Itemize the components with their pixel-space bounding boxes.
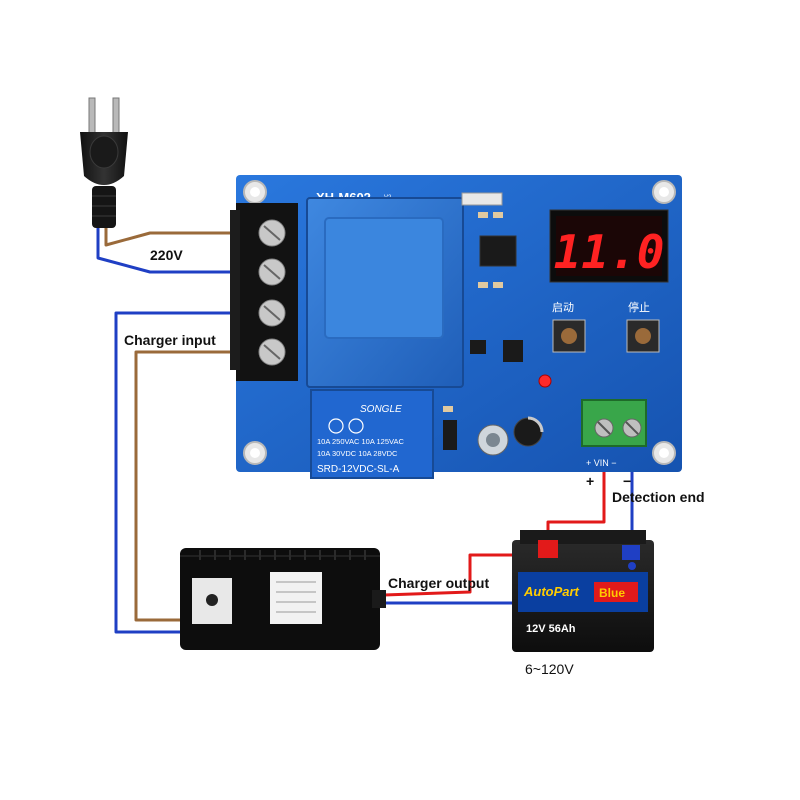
charger-input-brown-wire bbox=[134, 350, 252, 622]
terminal-screw bbox=[258, 258, 286, 286]
power-plug bbox=[80, 97, 128, 228]
seven-segment-display: 11.0 bbox=[549, 209, 669, 283]
mains-brown-wire bbox=[104, 225, 252, 247]
connection-dot bbox=[544, 549, 552, 557]
detection-terminal bbox=[581, 399, 647, 447]
ic-chip bbox=[479, 235, 517, 267]
mains-blue-wire bbox=[96, 225, 252, 274]
relay-model: SRD-12VDC-SL-A bbox=[317, 464, 400, 475]
relay-rating-line1: 10A 250VAC 10A 125VAC bbox=[317, 437, 404, 446]
charger-adapter bbox=[180, 548, 386, 650]
relay-rating-line2: 10A 30VDC 10A 28VDC bbox=[317, 449, 398, 458]
charger-input-blue-wire bbox=[114, 311, 252, 634]
display-value: 11.0 bbox=[554, 225, 665, 279]
header-pins bbox=[461, 192, 503, 206]
vin-label: + VIN − bbox=[586, 458, 617, 468]
detection-end-label: Detection end bbox=[612, 489, 705, 505]
stop-label: 停止 bbox=[628, 300, 650, 314]
status-led bbox=[538, 374, 552, 388]
battery-badge: Blue bbox=[599, 586, 625, 600]
connection-dot bbox=[628, 562, 636, 570]
capacitor bbox=[513, 416, 544, 447]
stop-button[interactable] bbox=[626, 319, 660, 353]
terminal-screw bbox=[258, 338, 286, 366]
mains-terminal-block bbox=[230, 203, 298, 381]
relay-brand: SONGLE bbox=[360, 404, 402, 415]
relay: SONGLE 10A 250VAC 10A 125VAC 10A 30VDC 1… bbox=[310, 389, 434, 479]
start-button[interactable] bbox=[552, 319, 586, 353]
battery-negative-terminal bbox=[622, 545, 640, 560]
minus-label: − bbox=[623, 473, 631, 489]
battery-spec: 12V 56Ah bbox=[526, 623, 576, 635]
transformer bbox=[306, 197, 464, 388]
terminal-screw bbox=[258, 299, 286, 327]
capacitor bbox=[477, 424, 509, 456]
control-board: XH-M602 V2 bbox=[230, 175, 682, 479]
start-label: 启动 bbox=[552, 301, 574, 314]
plus-label: + bbox=[586, 473, 594, 489]
charger-output-red-wire bbox=[383, 553, 545, 597]
charger-input-label: Charger input bbox=[124, 332, 216, 348]
mains-voltage-label: 220V bbox=[150, 247, 183, 263]
charger-output-label: Charger output bbox=[388, 575, 489, 591]
terminal-screw bbox=[258, 219, 286, 247]
battery-brand: AutoPart bbox=[523, 584, 580, 599]
battery: AutoPart Blue 12V 56Ah bbox=[512, 530, 654, 652]
battery-range-label: 6~120V bbox=[525, 661, 574, 677]
